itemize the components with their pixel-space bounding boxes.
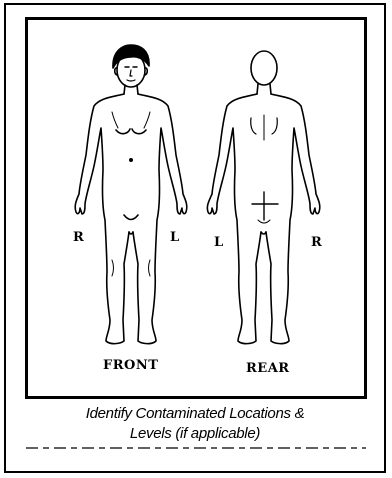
contamination-form-box: R L L R FRONT REAR Identify Contaminated…	[4, 3, 386, 473]
body-diagram-panel: R L L R FRONT REAR	[25, 17, 367, 399]
front-view-title: FRONT	[103, 358, 158, 373]
caption-line-2: Levels (if applicable)	[6, 425, 384, 442]
rear-body-figure	[207, 51, 319, 344]
front-body-figure	[75, 45, 187, 344]
fill-in-line	[26, 445, 366, 451]
front-left-side-label: L	[170, 230, 180, 245]
rear-left-side-label: L	[214, 235, 224, 250]
caption-line-1: Identify Contaminated Locations &	[6, 405, 384, 422]
rear-view-title: REAR	[246, 361, 290, 376]
front-right-side-label: R	[73, 230, 84, 245]
rear-right-side-label: R	[311, 235, 322, 250]
body-outline-diagram	[28, 20, 364, 396]
